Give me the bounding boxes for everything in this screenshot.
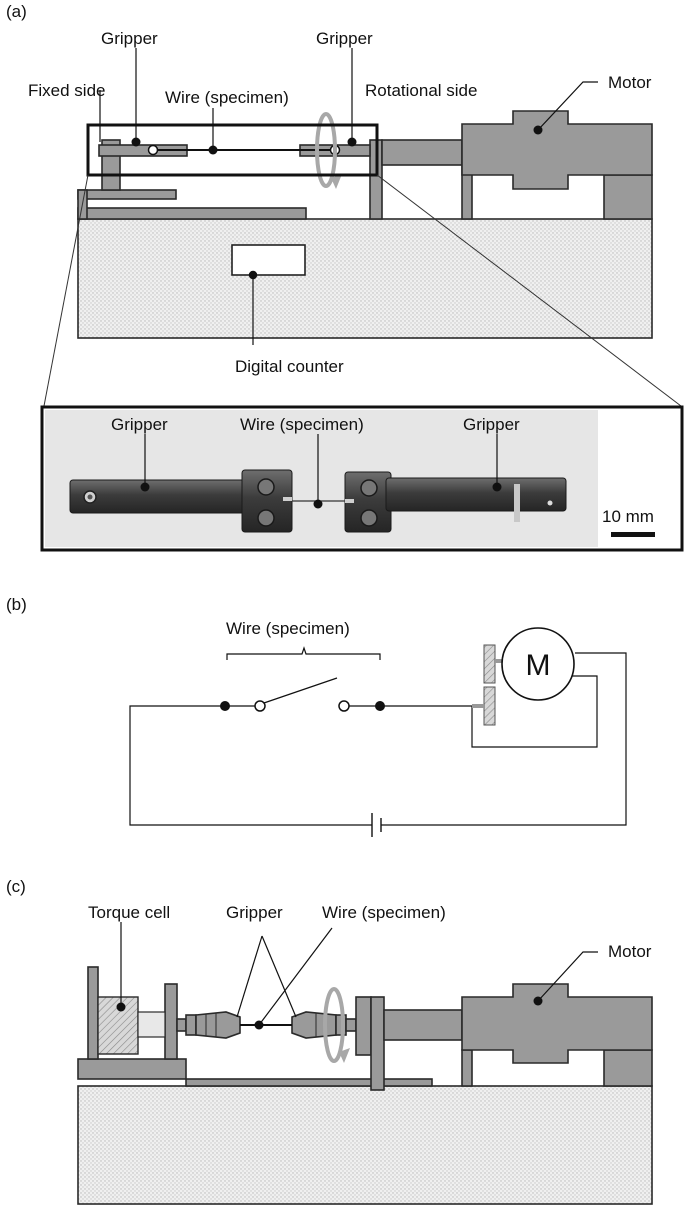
- shaft-left-c: [176, 1018, 187, 1032]
- torque-cell-label: Torque cell: [88, 903, 170, 922]
- torque-cell-post-right: [164, 983, 178, 1060]
- panel-c-label: (c): [6, 877, 26, 896]
- gripper-left-c: [195, 1011, 241, 1039]
- rotor-flange: [355, 996, 372, 1056]
- base-plate-a: [77, 218, 653, 339]
- gripper-leader-right-c: [261, 935, 297, 1018]
- panel-a-label: (a): [6, 2, 27, 21]
- wire-label-b: Wire (specimen): [226, 619, 350, 638]
- panel-c: (c): [6, 877, 653, 1205]
- commutator-upper: [483, 644, 496, 684]
- zoom-line-right: [376, 174, 682, 407]
- digital-counter-box: [231, 244, 306, 276]
- wire-brace: [226, 646, 381, 660]
- motor-label-a: Motor: [608, 73, 652, 92]
- gripper-label-c: Gripper: [226, 903, 283, 922]
- panel-a: (a): [6, 2, 684, 552]
- motor-leg-left-c: [461, 1049, 473, 1087]
- base-plate-c: [77, 1085, 653, 1205]
- gripper-left-label-a: Gripper: [101, 29, 158, 48]
- digital-counter-label: Digital counter: [235, 357, 344, 376]
- torque-cell-post-left: [87, 966, 99, 1060]
- terminal-left-closed: [220, 701, 230, 711]
- rotor-post: [370, 996, 385, 1091]
- photo-inset: 10 mm Gripper Wire (specimen) Gripper: [40, 405, 684, 552]
- motor-shaft-a: [381, 139, 463, 166]
- motor-label-c: Motor: [608, 942, 652, 961]
- motor-body-c: [461, 983, 653, 1064]
- circuit-wire-right: [381, 652, 627, 826]
- fixed-plate-lower: [77, 207, 307, 220]
- gripper-right-label-a: Gripper: [316, 29, 373, 48]
- motor-symbol-letter: M: [526, 649, 551, 682]
- zoom-line-left: [43, 174, 89, 407]
- torque-cell-base: [77, 1058, 187, 1080]
- zoom-box: [86, 123, 379, 177]
- gripper-right-c: [291, 1011, 337, 1039]
- terminal-right-closed: [375, 701, 385, 711]
- gripper-photo-left: [69, 469, 293, 533]
- gripper-photo-right: [344, 471, 567, 533]
- wire-leader-c: [258, 927, 333, 1026]
- motor-shaft-c: [383, 1009, 463, 1041]
- fixed-plate-upper: [77, 189, 177, 200]
- commutator-lower: [483, 686, 496, 726]
- gripper-left-label-photo: Gripper: [111, 415, 168, 434]
- gripper-right-label-photo: Gripper: [463, 415, 520, 434]
- wire-label-c: Wire (specimen): [322, 903, 446, 922]
- rotational-side-label: Rotational side: [365, 81, 477, 100]
- brush-lower: [472, 704, 484, 708]
- brush-upper: [495, 659, 505, 663]
- switch-blade: [260, 677, 338, 705]
- terminal-left-open: [254, 700, 266, 712]
- collar-left-c: [185, 1014, 197, 1036]
- panel-b-label: (b): [6, 595, 27, 614]
- wire-label-a: Wire (specimen): [165, 88, 289, 107]
- motor-leg-right-c: [603, 1049, 653, 1087]
- panel-b: (b) Wire (specimen) M: [6, 595, 627, 837]
- motor-leader-c: [537, 951, 598, 1002]
- circuit-wire-left: [129, 705, 372, 826]
- terminal-right-open: [338, 700, 350, 712]
- motor-symbol-circle: [501, 627, 575, 701]
- wire-label-photo: Wire (specimen): [240, 415, 364, 434]
- scale-bar: [611, 532, 655, 537]
- gripper-leader-left-c: [236, 935, 263, 1018]
- motor-leg-right-a: [603, 174, 653, 220]
- fixed-side-label: Fixed side: [28, 81, 105, 100]
- shaft-right-c: [345, 1018, 357, 1032]
- torque-cell-coupling: [137, 1011, 166, 1038]
- rotation-arrow-icon-a: [315, 112, 342, 189]
- rail-c: [185, 1078, 433, 1087]
- rotation-arrow-icon-c: [323, 987, 350, 1063]
- motor-leader-a: [537, 81, 598, 131]
- motor-body-a: [461, 110, 653, 190]
- scale-bar-label: 10 mm: [602, 507, 654, 526]
- motor-return-wire: [471, 675, 598, 748]
- wire-end-left-a: [147, 144, 159, 156]
